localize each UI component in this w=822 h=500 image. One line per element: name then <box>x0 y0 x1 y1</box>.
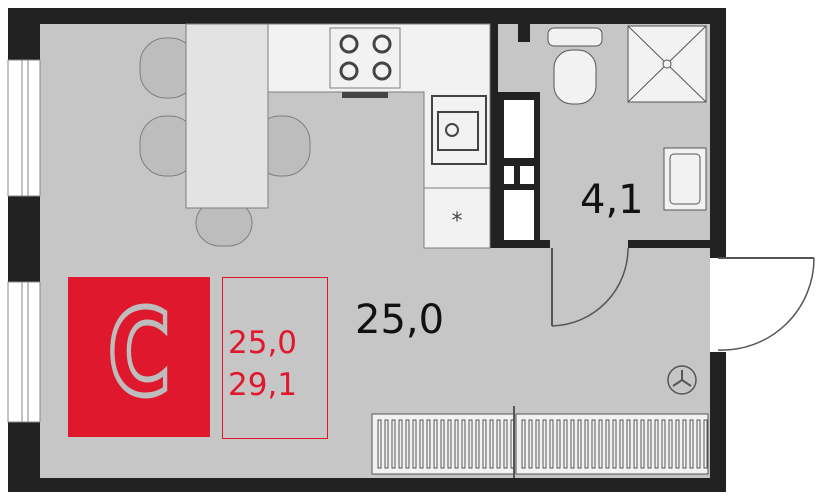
badge-letter-wrap: С <box>68 277 210 437</box>
radiator-fin <box>563 419 568 469</box>
toilet-tank <box>547 27 603 47</box>
radiator-fin <box>556 419 561 469</box>
radiator-fin <box>696 419 701 469</box>
radiator-fin <box>640 419 645 469</box>
radiator-fin <box>682 419 687 469</box>
bathroom-area-label: 4,1 <box>580 177 644 223</box>
shaft-cell <box>520 166 534 184</box>
radiator-fin <box>577 419 582 469</box>
bathroom-door-swing <box>551 247 629 327</box>
radiator-fin <box>384 419 389 469</box>
ventilation-icon <box>667 365 697 395</box>
entrance-opening <box>710 258 726 352</box>
radiator-fin <box>584 419 589 469</box>
radiator-fin <box>433 419 438 469</box>
radiator-fin <box>377 419 382 469</box>
area-stats-right-border <box>327 277 328 439</box>
radiator-fin <box>612 419 617 469</box>
toilet-bowl <box>553 49 597 105</box>
radiator-fin <box>391 419 396 469</box>
window-left-bottom <box>7 281 41 423</box>
radiator-fin <box>489 419 494 469</box>
radiator-fin <box>535 419 540 469</box>
main-room-area-label: 25,0 <box>355 297 445 343</box>
fridge <box>423 187 491 249</box>
radiator-fin <box>447 419 452 469</box>
radiator-fin <box>398 419 403 469</box>
sink-bowl <box>437 111 479 151</box>
burner <box>339 34 359 54</box>
radiator-fin <box>661 419 666 469</box>
radiator-fin <box>496 419 501 469</box>
fridge-snowflake-icon: * <box>452 209 463 234</box>
radiator-fin <box>503 419 508 469</box>
radiator-fin <box>542 419 547 469</box>
radiator-fin <box>605 419 610 469</box>
radiator-fin <box>440 419 445 469</box>
shaft-cell <box>504 166 514 184</box>
radiator-fin <box>468 419 473 469</box>
area-stats-left-border <box>222 277 223 439</box>
radiator-fin <box>412 419 417 469</box>
radiator-fin <box>703 419 708 469</box>
shaft-cell <box>504 190 534 240</box>
radiator-fins <box>377 419 708 469</box>
area-stats-box <box>222 277 328 439</box>
bathroom-wall <box>490 24 498 248</box>
radiator-fin <box>598 419 603 469</box>
radiator-fin <box>510 419 515 469</box>
living-area-value: 25,0 <box>228 325 298 361</box>
category-badge: С <box>68 277 210 437</box>
radiator-fin <box>419 419 424 469</box>
radiator-fin <box>668 419 673 469</box>
drain-pipe <box>518 24 530 42</box>
radiator-fin <box>549 419 554 469</box>
burner <box>372 61 392 81</box>
entrance-door-swing <box>717 257 815 351</box>
radiator-fin <box>454 419 459 469</box>
radiator-fin <box>521 419 526 469</box>
radiator-fin <box>482 419 487 469</box>
bar-table <box>185 23 269 209</box>
radiator-fin <box>591 419 596 469</box>
shaft-cell <box>504 100 534 158</box>
radiator-fin <box>626 419 631 469</box>
radiator-fin <box>405 419 410 469</box>
washbasin-bowl <box>669 153 701 205</box>
radiator-fin <box>528 419 533 469</box>
stove-handle <box>342 92 388 98</box>
burner <box>372 34 392 54</box>
radiator-fin <box>675 419 680 469</box>
washbasin <box>663 147 707 211</box>
badge-background <box>68 277 210 437</box>
bathroom-bottom-wall-right <box>628 240 710 248</box>
stove <box>329 27 401 89</box>
radiator-fin <box>633 419 638 469</box>
sink-drain <box>445 123 459 137</box>
badge-letter: С <box>106 284 173 422</box>
radiator-fin <box>619 419 624 469</box>
total-area-value: 29,1 <box>228 367 298 403</box>
ventilation-icon <box>672 370 692 387</box>
window-left-top <box>7 59 41 197</box>
radiator-fin <box>475 419 480 469</box>
burner <box>339 61 359 81</box>
radiator-fin <box>570 419 575 469</box>
radiator-fin <box>461 419 466 469</box>
radiator-fin <box>647 419 652 469</box>
radiator-fin <box>426 419 431 469</box>
shower-drain <box>662 59 672 69</box>
radiator-fin <box>689 419 694 469</box>
radiator-fin <box>654 419 659 469</box>
